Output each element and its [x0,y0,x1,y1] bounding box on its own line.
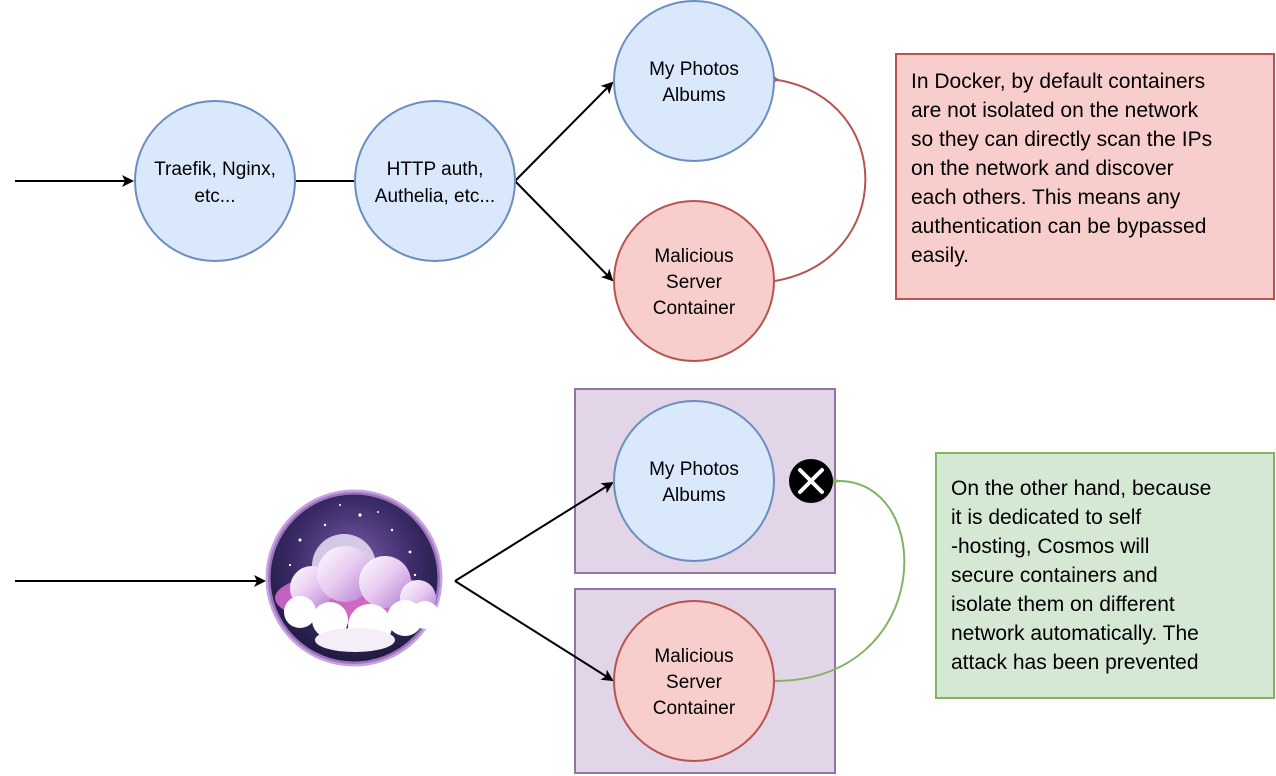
node-malicious-bottom-line-2: Server [666,672,723,693]
node-proxy-line-1: Traefik, Nginx, [154,159,276,180]
node-auth-line-2: Authelia, etc... [375,186,495,207]
cosmos-to-photos-arrow [454,481,614,582]
node-photos-top-line-1: My Photos [649,59,739,80]
node-proxy: Traefik, Nginx, etc... [134,100,296,262]
node-malicious-top-line-2: Server [666,272,723,293]
cosmos-note-line: it is dedicated to self [951,506,1142,529]
docker-note-line: In Docker, by default containers [911,70,1206,93]
node-malicious-top: Malicious Server Container [613,200,775,362]
cosmos-note-line: -hosting, Cosmos will [951,535,1150,558]
docker-note-line: are not isolated on the network [911,99,1199,122]
malicious-blocked-arrow [774,474,906,682]
auth-to-photos-arrow [514,81,614,182]
cosmos-note-line: attack has been prevented [951,651,1199,674]
node-proxy-line-2: etc... [194,186,235,207]
docker-note-line: authentication can be bypassed [911,215,1207,238]
cosmos-note-line: network automatically. The [951,622,1199,645]
docker-note-line: on the network and discover [911,157,1174,180]
auth-to-malicious-arrow [514,180,614,282]
cosmos-note-line: isolate them on different [951,593,1175,616]
node-auth-line-1: HTTP auth, [387,159,484,180]
node-photos-bottom-line-1: My Photos [649,459,739,480]
node-photos-bottom: My Photos Albums [613,400,775,562]
docker-note-line: each others. This means any [911,186,1181,209]
x-circle-icon [789,459,833,503]
node-malicious-top-line-1: Malicious [654,246,733,267]
node-malicious-bottom-line-1: Malicious [654,646,733,667]
docker-note-line: so they can directly scan the IPs [911,128,1213,151]
node-malicious-bottom: Malicious Server Container [613,600,775,762]
cosmos-note-line: secure containers and [951,564,1158,587]
cosmos-explanation-note: On the other hand, because it is dedicat… [935,452,1275,699]
node-malicious-top-line-3: Container [653,298,736,319]
node-malicious-bottom-line-3: Container [653,698,736,719]
node-photos-top: My Photos Albums [613,0,775,162]
node-photos-bottom-line-2: Albums [662,485,725,506]
node-auth: HTTP auth, Authelia, etc... [354,100,516,262]
cosmos-to-malicious-arrow [454,580,614,682]
node-photos-top-line-2: Albums [662,85,725,106]
cosmos-cloud-logo [265,489,443,667]
malicious-bypass-arrow [764,71,867,282]
cosmos-note-line: On the other hand, because [951,477,1212,500]
docker-note-line: easily. [911,244,969,267]
docker-explanation-note: In Docker, by default containers are not… [895,53,1275,300]
